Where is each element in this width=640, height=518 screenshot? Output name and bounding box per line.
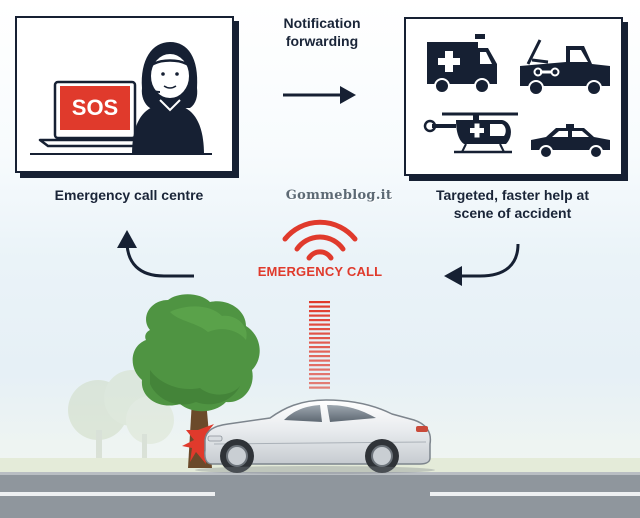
signal-beam-dash xyxy=(309,310,330,313)
signal-beam-dash xyxy=(309,301,330,304)
signal-beam-dash xyxy=(309,368,330,371)
signal-beam-dash xyxy=(309,323,330,326)
signal-beam-dash xyxy=(309,382,330,385)
signal-beam-dash xyxy=(309,305,330,308)
signal-beam-dash xyxy=(309,319,330,322)
targeted-help-label: Targeted, faster help at scene of accide… xyxy=(410,186,615,222)
forward-arrow xyxy=(283,86,356,104)
notification-forwarding-label: Notification forwarding xyxy=(262,14,382,50)
signal-beam-dash xyxy=(309,377,330,380)
notification-label-line-1: Notification xyxy=(283,15,361,31)
signal-beam-dash xyxy=(309,346,330,349)
help-label-line-1: Targeted, faster help at xyxy=(435,187,589,203)
helicopter-icon xyxy=(423,112,518,154)
police-car-icon xyxy=(531,124,610,159)
grass-strip xyxy=(0,458,640,474)
help-label-line-2: scene of accident xyxy=(453,205,572,221)
signal-beam-dash xyxy=(309,373,330,376)
signal-beam-dash xyxy=(309,314,330,317)
signal-beam-dash xyxy=(309,386,330,389)
watermark: Gommeblog.it xyxy=(285,188,393,203)
signal-beam-dash xyxy=(309,359,330,362)
laptop-icon xyxy=(38,80,152,148)
impact-burst xyxy=(182,424,222,464)
emergency-call-label: EMERGENCY CALL xyxy=(257,264,383,279)
sos-label: SOS xyxy=(72,95,118,120)
call-centre-label: Emergency call centre xyxy=(54,187,204,203)
return-arrow-left xyxy=(117,230,194,278)
signal-beam-dash xyxy=(309,332,330,335)
lane-marking xyxy=(0,492,215,496)
signal-beam xyxy=(309,301,330,389)
operator-icon xyxy=(132,42,204,155)
notification-label-line-2: forwarding xyxy=(285,33,359,49)
signal-beam-dash xyxy=(309,328,330,331)
ambulance-icon xyxy=(427,34,497,94)
lane-marking xyxy=(430,492,640,496)
tow-truck-icon xyxy=(520,39,610,96)
signal-beam-dash xyxy=(309,337,330,340)
signal-beam-dash xyxy=(309,355,330,358)
signal-beam-dash xyxy=(309,364,330,367)
return-arrow-right xyxy=(444,243,520,286)
signal-beam-dash xyxy=(309,341,330,344)
car-icon xyxy=(195,399,435,474)
signal-beam-dash xyxy=(309,350,330,353)
